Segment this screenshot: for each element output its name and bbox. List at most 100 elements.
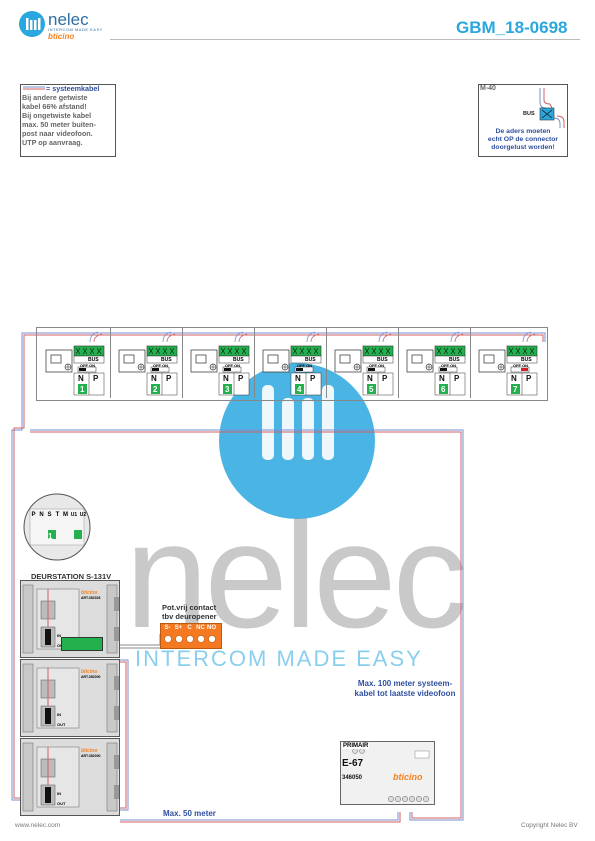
module-drawing [22, 742, 119, 812]
logo-name: nelec [48, 10, 89, 29]
terminal-label: NO [207, 625, 216, 631]
m40-note-line: De aders moeten [495, 128, 551, 135]
dip-label: T [55, 512, 60, 518]
module-in-label: IN [57, 791, 61, 796]
off-on-label: OFF ON [369, 363, 385, 368]
videophone-unit: BUS OFF ON N P 5 [326, 328, 397, 398]
watermark-tagline: INTERCOM MADE EASY [135, 646, 423, 671]
max-100-line: kabel tot laatste videofoon [354, 689, 456, 698]
n-label: N [151, 374, 157, 383]
legend-line: Bij ongetwiste kabel [22, 111, 92, 120]
bus-label: BUS [233, 357, 244, 363]
n-label: N [295, 374, 301, 383]
door-station-module: bticino ART.352000 IN OUT [20, 738, 120, 816]
logo-brand: bticino [48, 32, 75, 41]
m40-note: De aders moeten echt OP de connector doo… [478, 128, 568, 152]
n-label: N [223, 374, 229, 383]
m40-connector-diagram [539, 88, 565, 128]
videophone-unit: BUS OFF ON N P 1 [38, 328, 108, 398]
module-in-label: IN [57, 633, 61, 638]
p-label: P [310, 374, 316, 383]
watermark-circle [219, 363, 375, 519]
unit-number: 6 [441, 385, 446, 394]
off-on-label: OFF ON [297, 363, 313, 368]
p-label: P [93, 374, 99, 383]
dip-label: S [47, 512, 52, 518]
dip-label: U1 [70, 512, 78, 518]
system-cable-swatch [23, 86, 45, 90]
off-on-label: OFF ON [513, 363, 529, 368]
power-supply-model: E-67 [342, 758, 364, 769]
module-code: ART.352000 [81, 754, 101, 758]
p-label: P [454, 374, 460, 383]
module-code: ART.352000 [81, 675, 101, 679]
power-supply-code: 346050 [342, 775, 363, 781]
door-contact-screws [164, 635, 216, 643]
terminal-label: C [187, 625, 192, 631]
bus-label: BUS [377, 357, 388, 363]
p-label: P [382, 374, 388, 383]
max-50-note: Max. 50 meter [163, 809, 216, 818]
dip-value: 1 [48, 532, 53, 541]
terminal-label: NC [196, 625, 205, 631]
off-on-label: OFF ON [441, 363, 457, 368]
dip-switch-labels: P N S T M U1 U2 [30, 512, 87, 518]
videophone-unit: BUS OFF ON N P 7 [470, 328, 541, 398]
footer-website: www.nelec.com [15, 822, 61, 829]
door-contact-title-line: tbv deuropener [162, 612, 217, 621]
videophone-drawing [45, 331, 105, 396]
m40-title: M-40 [480, 85, 496, 92]
module-terminal-block [61, 637, 103, 651]
unit-number: 2 [153, 385, 158, 394]
dip-label: U2 [79, 512, 87, 518]
m40-box [478, 84, 568, 157]
dip-label: N [39, 512, 44, 518]
n-label: N [439, 374, 445, 383]
unit-number: 5 [369, 385, 374, 394]
n-label: N [78, 374, 84, 383]
module-out-label: OUT [57, 722, 66, 727]
legend-text: Bij andere getwiste kabel 66% afstand! B… [22, 93, 96, 147]
door-contact-title-line: Pot.vrij contact [162, 603, 217, 612]
document-number: GBM_18-0698 [456, 18, 568, 37]
videophone-unit: BUS OFF ON N P 4 [254, 328, 325, 398]
module-drawing [22, 663, 119, 733]
legend-line: max. 50 meter buiten- [22, 120, 96, 129]
n-label: N [367, 374, 373, 383]
max-100-note: Max. 100 meter systeem- kabel tot laatst… [330, 679, 480, 699]
header-divider [110, 39, 580, 40]
unit-number: 7 [513, 385, 518, 394]
p-label: P [238, 374, 244, 383]
module-code: ART.352303 [81, 596, 101, 600]
bus-label: BUS [521, 357, 532, 363]
module-in-label: IN [57, 712, 61, 717]
door-contact-title: Pot.vrij contact tbv deuropener [162, 603, 217, 621]
videophone-drawing [118, 331, 178, 396]
off-on-label: OFF ON [225, 363, 241, 368]
bus-label: BUS [88, 357, 99, 363]
m40-note-line: echt OP de connector [487, 136, 559, 143]
dip-label: M [63, 512, 68, 518]
terminal-label: S- [164, 625, 171, 631]
p-label: P [526, 374, 532, 383]
videophone-unit: BUS OFF ON N P 3 [182, 328, 253, 398]
n-label: N [511, 374, 517, 383]
unit-number: 4 [297, 385, 302, 394]
videophone-drawing [406, 331, 466, 396]
bus-label: BUS [305, 357, 316, 363]
off-on-label: OFF ON [80, 363, 96, 368]
legend-line: post naar videofoon. [22, 129, 93, 138]
legend-box [20, 84, 116, 157]
p-label: P [166, 374, 172, 383]
module-out-label: OUT [57, 801, 66, 806]
unit-number: 3 [225, 385, 230, 394]
door-station-module: bticino ART.352000 IN OUT [20, 659, 120, 737]
module-brand: bticino [81, 590, 98, 596]
videophone-drawing [262, 331, 322, 396]
off-on-label: OFF ON [153, 363, 169, 368]
door-station-module: bticino ART.352303 IN OUT [20, 580, 120, 658]
max-100-line: Max. 100 meter systeem- [357, 679, 453, 688]
logo-tagline: INTERCOM MADE EASY [48, 27, 103, 32]
